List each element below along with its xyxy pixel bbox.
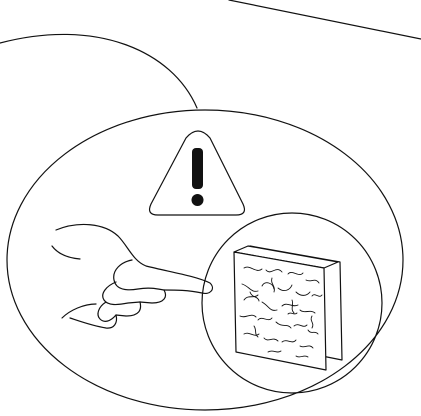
magnifier-callout-ellipse [7,110,403,410]
panel-face [234,252,326,370]
insulation-panel-icon [202,213,382,393]
callout-leader-curve [0,34,197,108]
appliance-edge-line [229,0,421,39]
warning-triangle-icon [150,131,245,215]
pointing-hand-icon [52,224,212,328]
